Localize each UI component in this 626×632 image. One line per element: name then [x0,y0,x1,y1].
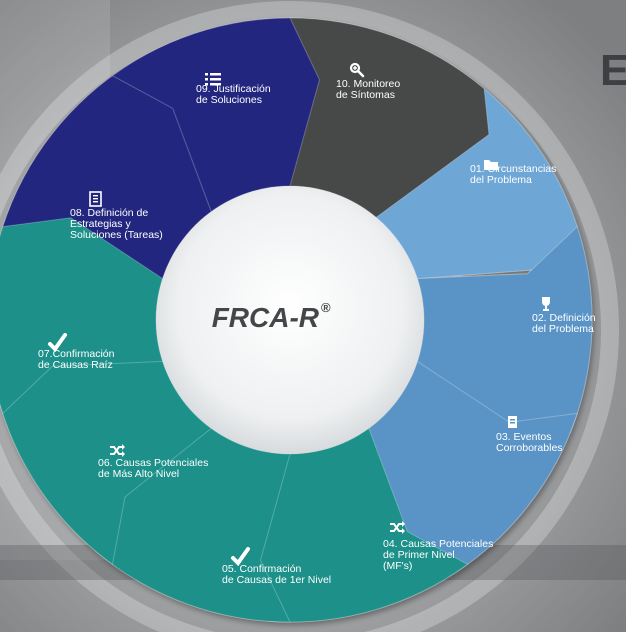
segment-label-line: 07.Confirmación [38,348,115,360]
shuffle-icon [390,521,405,534]
segment-label-line: Estrategias y [70,218,131,230]
segment-label-line: de Primer Nivel [383,549,455,561]
segment-label-line: 08. Definición de [70,207,148,219]
segment-label-line: de Más Alto Nivel [98,468,179,480]
trophy-icon [542,297,550,311]
segment-label-line: 05. Confirmación [222,563,302,575]
segment-label-line: 09. Justificación [196,83,271,95]
segment-label-line: 02. Definición [532,312,596,324]
segment-label-line: 10. Monitoreo [336,78,400,90]
segment-label-line: del Problema [532,323,594,335]
list-doc-icon [89,191,102,207]
center-title-mark: ® [321,300,331,315]
magnifier-icon [349,62,365,78]
segment-label-line: Soluciones (Tareas) [70,229,163,241]
folder-icon [484,160,498,170]
segment-label-line: de Causas Raíz [38,359,113,371]
segment-label-line: de Síntomas [336,89,395,101]
segment-label-line: de Soluciones [196,94,262,106]
segment-label-line: 06. Causas Potenciales [98,457,208,469]
segment-label-line: de Causas de 1er Nivel [222,574,331,586]
check-icon [231,547,250,567]
center-title-text: FRCA-R [212,302,320,333]
document-icon [508,416,517,428]
check-icon [48,333,67,353]
segment-label-line: Corroborables [496,442,563,454]
segment-label-line: 03. Eventos [496,431,551,443]
segment-label-line: (MF's) [383,560,412,572]
shuffle-icon [110,444,125,457]
corner-letter: E [600,46,626,95]
segment-label-line: 04. Causas Potenciales [383,538,493,550]
segment-label-line: 01. Circunstancias [470,163,556,175]
center-disc [156,186,424,454]
center-title: FRCA-R ® [212,300,331,333]
segment-label-line: del Problema [470,174,532,186]
segments-ring [0,17,593,623]
list-icon [205,73,221,86]
